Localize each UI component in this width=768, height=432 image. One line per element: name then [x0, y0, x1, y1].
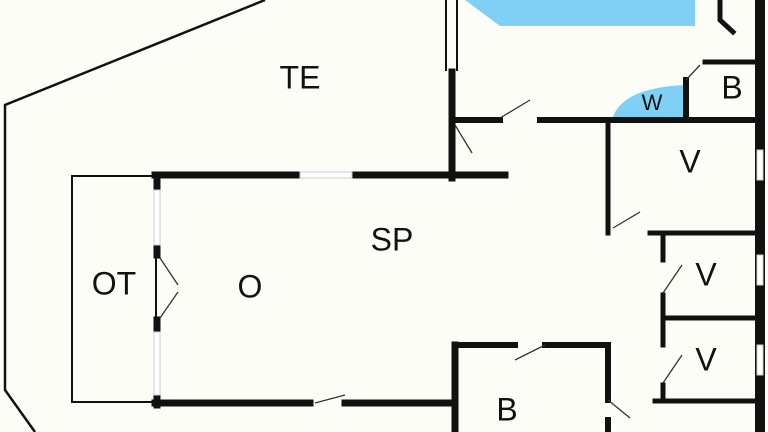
room-label-ot: OT — [91, 265, 137, 302]
room-label-sp: SP — [370, 221, 414, 258]
wc-fixture — [612, 85, 685, 120]
walls — [151, 0, 765, 432]
windows — [153, 149, 764, 396]
room-label-bath-top: B — [721, 69, 743, 106]
room-label-o: O — [237, 268, 263, 305]
room-label-bedroom-3: V — [695, 341, 717, 378]
doors — [159, 64, 701, 419]
room-label-terrace: TE — [279, 59, 321, 96]
room-label-bedroom-1: V — [679, 143, 701, 180]
room-label-wc: W — [641, 90, 663, 115]
room-label-bedroom-2: V — [695, 256, 717, 293]
room-label-bath-bottom: B — [496, 391, 518, 428]
pool — [465, 0, 695, 26]
terrace-outline — [3, 0, 266, 432]
outdoor-area-outline — [71, 175, 157, 403]
